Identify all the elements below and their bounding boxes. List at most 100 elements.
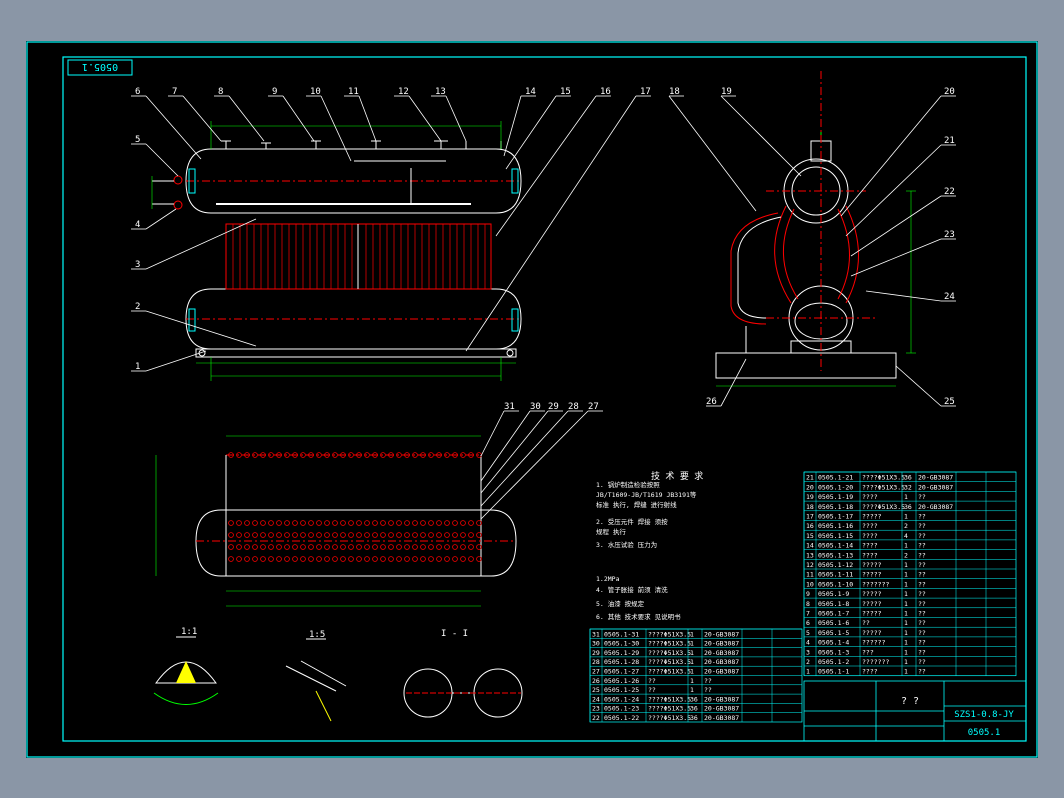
bom-cell-qty: 2	[904, 551, 908, 559]
tube-hole	[396, 452, 402, 458]
tube-hole	[324, 544, 330, 550]
tube-hole	[324, 556, 330, 562]
bom-cell-no: 17	[806, 513, 814, 521]
tube-hole	[476, 556, 482, 562]
tube-hole	[372, 520, 378, 526]
bom-cell-mat: ??	[704, 677, 712, 685]
tube-hole	[380, 544, 386, 550]
side-balloons: 18 19 20 21 22 23 24 25 26	[669, 87, 955, 407]
bom-cell-code: 0505.1-21	[818, 474, 853, 482]
bom-cell-no: 19	[806, 493, 814, 501]
bom-cell-name: ??	[648, 677, 656, 685]
tube-hole	[468, 544, 474, 550]
tube-hole	[236, 520, 242, 526]
bom-cell-code: 0505.1-31	[604, 630, 639, 638]
section-label: I - I	[441, 629, 468, 639]
bom-cell-qty: 1	[904, 668, 908, 676]
bom-cell-no: 24	[592, 695, 600, 703]
tube-hole	[292, 452, 298, 458]
tube-hole	[444, 544, 450, 550]
bom-cell-mat: ??	[918, 590, 926, 598]
bom-cell-no: 12	[806, 561, 814, 569]
bom-cell-code: 0505.1-1	[818, 668, 849, 676]
bom-cell-no: 22	[592, 714, 600, 722]
tube-hole	[396, 520, 402, 526]
tube-hole	[324, 520, 330, 526]
bom-cell-no: 29	[592, 649, 600, 657]
bom-cell-code: 0505.1-28	[604, 658, 639, 666]
tube-hole	[260, 532, 266, 538]
bom-cell-mat: ??	[918, 551, 926, 559]
tube-hole	[364, 556, 370, 562]
bom-cell-mat: 20-GB3087	[704, 714, 739, 722]
tube-hole	[436, 556, 442, 562]
tube-hole	[396, 544, 402, 550]
tube-hole	[252, 556, 258, 562]
bom-cell-code: 0505.1-22	[604, 714, 639, 722]
balloon-19: 19	[721, 87, 732, 97]
bom-cell-code: 0505.1-10	[818, 580, 853, 588]
title-code: SZS1-0.8-JY	[954, 710, 1014, 720]
bom-cell-no: 7	[806, 610, 810, 618]
bom-cell-mat: ??	[918, 542, 926, 550]
bom-cell-qty: 36	[690, 695, 698, 703]
tube-hole	[388, 520, 394, 526]
bom-cell-name: ????Φ51X3.5	[862, 483, 905, 491]
main-leaders	[131, 95, 651, 372]
plan-view	[155, 435, 517, 607]
tube-hole	[444, 556, 450, 562]
tube-hole	[372, 532, 378, 538]
tube-hole	[404, 452, 410, 458]
bom-cell-mat: ??	[918, 629, 926, 637]
bom-cell-name: ?????	[862, 610, 882, 618]
bom-cell-no: 23	[592, 705, 600, 713]
bom-cell-name: ?????	[862, 590, 882, 598]
tube-hole	[260, 520, 266, 526]
tube-hole	[388, 556, 394, 562]
bom-cell-name: ??	[862, 619, 870, 627]
weld-fill	[176, 661, 196, 683]
bom-cell-no: 14	[806, 542, 814, 550]
tech-req-line-9: 5. 油漆 按规定	[596, 599, 645, 608]
balloon-21: 21	[944, 136, 955, 146]
bom-cell-name: ???????	[862, 580, 889, 588]
tube-hole	[324, 452, 330, 458]
tube-hole	[468, 532, 474, 538]
bom-cell-name: ?????	[862, 571, 882, 579]
tube-hole	[252, 532, 258, 538]
tube-hole	[348, 520, 354, 526]
bom-cell-code: 0505.1-18	[818, 503, 853, 511]
bom-cell-no: 8	[806, 600, 810, 608]
bom-cell-code: 0505.1-13	[818, 551, 853, 559]
bom-cell-name: ????Φ51X3.5	[648, 658, 691, 666]
tube-hole	[452, 452, 458, 458]
bom-cell-mat: ??	[918, 522, 926, 530]
bom-cell-qty: 1	[904, 639, 908, 647]
tube-hole	[244, 520, 250, 526]
bom-cell-mat: ??	[918, 513, 926, 521]
bom-cell-code: 0505.1-11	[818, 571, 853, 579]
bom-cell-mat: ??	[918, 648, 926, 656]
bom-cell-no: 30	[592, 640, 600, 648]
tech-req-title: 技 术 要 求	[651, 470, 703, 482]
bom-cell-qty: 1	[904, 571, 908, 579]
bom-cell-name: ????	[862, 493, 878, 501]
bom-cell-code: 0505.1-12	[818, 561, 853, 569]
tube-hole	[452, 556, 458, 562]
tube-hole	[388, 532, 394, 538]
bom-cell-qty: 1	[904, 610, 908, 618]
tube-hole	[396, 532, 402, 538]
tube-hole	[292, 532, 298, 538]
code-box-rotated	[67, 59, 133, 76]
